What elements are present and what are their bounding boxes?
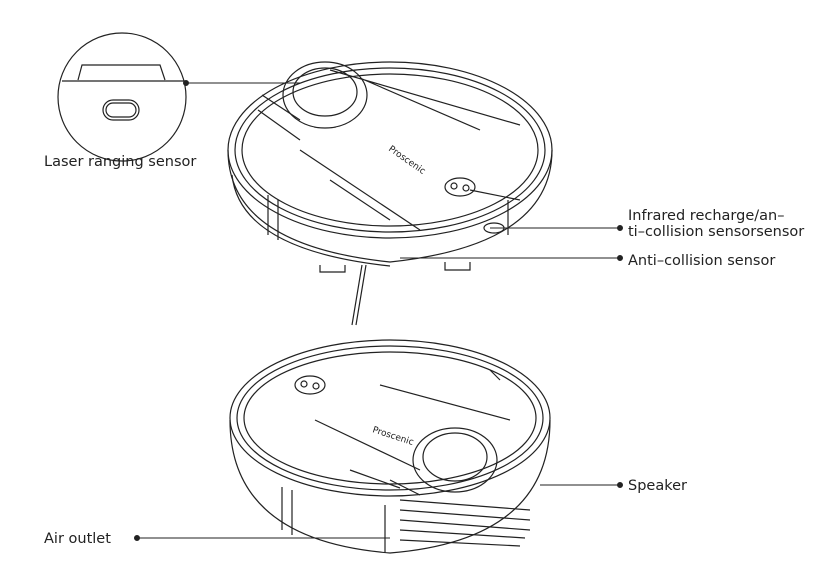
- label-laser-ranging-sensor: Laser ranging sensor: [44, 154, 197, 170]
- label-infrared-line2: ti–collision sensorsensor: [628, 224, 805, 240]
- leader-lines: [134, 80, 623, 541]
- brand-logo: Proscenic: [386, 144, 427, 177]
- leader-dot-laser: [183, 80, 189, 86]
- laser-sensor-inset: [57, 32, 187, 162]
- robot-top-view: Proscenic: [227, 61, 553, 326]
- svg-text:Proscenic: Proscenic: [371, 425, 415, 448]
- label-infrared-line1: Infrared recharge/an–: [628, 208, 785, 224]
- label-speaker: Speaker: [628, 478, 687, 494]
- label-anti-collision-sensor: Anti–collision sensor: [628, 253, 776, 269]
- robot-bottom-view: Proscenic: [229, 339, 551, 554]
- label-air-outlet: Air outlet: [44, 531, 111, 547]
